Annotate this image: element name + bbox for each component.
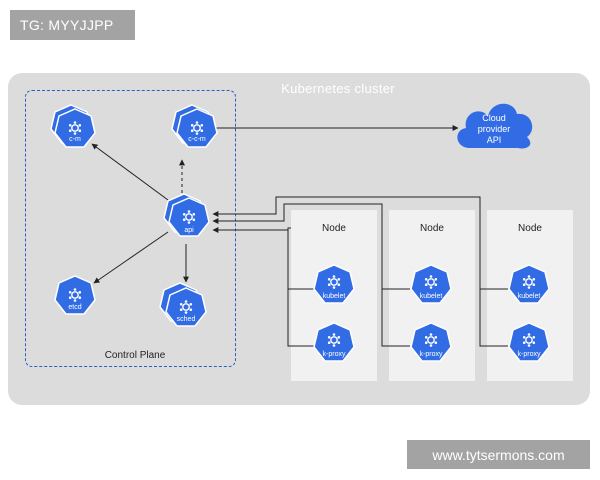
kproxy-label-3: k-proxy bbox=[518, 351, 541, 358]
kproxy-icon-1 bbox=[313, 322, 355, 362]
watermark-right: www.tytsermons.com bbox=[407, 440, 590, 469]
node2-bus bbox=[212, 203, 383, 224]
cloud-label-line3: API bbox=[487, 135, 502, 145]
cm-label: c-m bbox=[69, 136, 81, 143]
api-to-cm-arrow bbox=[91, 143, 169, 201]
api-label: api bbox=[184, 227, 194, 234]
kproxy-label-2: k-proxy bbox=[420, 351, 443, 358]
cloud-label-line1: Cloud bbox=[482, 113, 506, 123]
etcd-label: etcd bbox=[68, 304, 81, 311]
node-title-2: Node bbox=[420, 223, 444, 234]
kproxy-icon-3 bbox=[508, 322, 550, 362]
kubelet-label-1: kubelet bbox=[323, 293, 346, 300]
sched-label: sched bbox=[177, 316, 196, 323]
kubelet-icon-3 bbox=[508, 264, 550, 304]
kubelet-label-2: kubelet bbox=[420, 293, 443, 300]
control-plane-label: Control Plane bbox=[104, 350, 166, 361]
watermark-left: TG: MYYJJPP bbox=[10, 10, 135, 40]
ccm-icon bbox=[171, 104, 218, 148]
etcd-icon bbox=[54, 275, 96, 315]
node-title-1: Node bbox=[322, 223, 346, 234]
kubelet-icon-1 bbox=[313, 264, 355, 304]
cluster-title: Kubernetes cluster bbox=[281, 81, 395, 96]
sched-icon bbox=[159, 282, 207, 327]
kproxy-icon-2 bbox=[410, 322, 452, 362]
node1-bus bbox=[212, 227, 291, 233]
ccm-label: c-c-m bbox=[188, 136, 206, 143]
node3-bus bbox=[212, 196, 481, 218]
api-to-etcd-arrow bbox=[93, 231, 169, 284]
kubelet-icon-2 bbox=[410, 264, 452, 304]
control-plane-box bbox=[25, 90, 236, 367]
api-icon bbox=[163, 193, 210, 237]
cloud-label-line2: provider bbox=[478, 124, 511, 134]
kubelet-label-3: kubelet bbox=[518, 293, 541, 300]
cm-icon bbox=[50, 104, 96, 148]
node-title-3: Node bbox=[518, 223, 542, 234]
cloud-provider-icon bbox=[457, 103, 533, 149]
kproxy-label-1: k-proxy bbox=[323, 351, 346, 358]
